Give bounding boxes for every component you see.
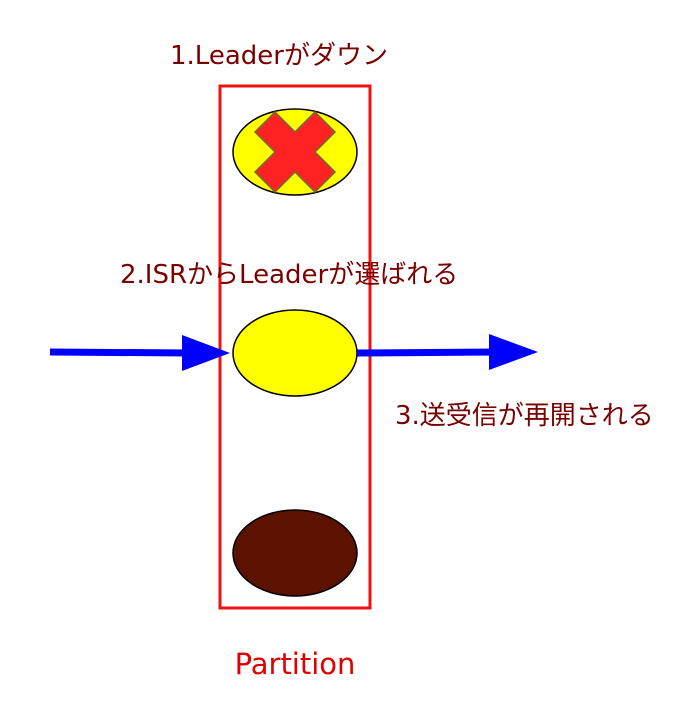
new-leader-broker <box>232 309 358 397</box>
step2-label: 2.ISRからLeaderが選ばれる <box>120 260 458 290</box>
incoming-arrow <box>49 335 230 371</box>
partition-label: Partition <box>235 647 356 681</box>
step1-label: 1.Leaderがダウン <box>170 41 388 71</box>
step3-label: 3.送受信が再開される <box>395 401 654 431</box>
replica-broker <box>232 509 358 597</box>
x-mark-icon <box>253 110 337 194</box>
partition-box <box>218 84 372 610</box>
outgoing-arrow <box>356 334 538 370</box>
